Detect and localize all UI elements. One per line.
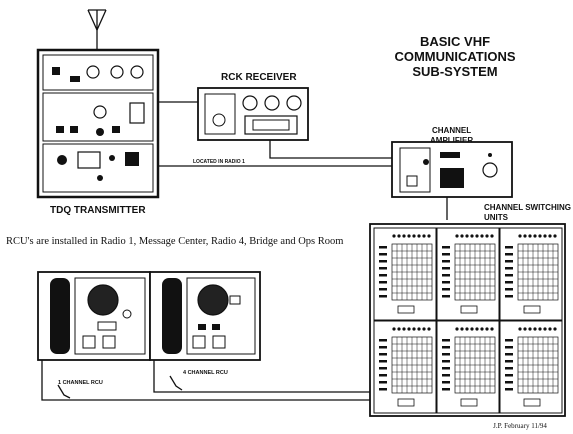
handset-icon <box>50 278 70 354</box>
title-line1: BASIC VHF <box>420 34 490 49</box>
switching-unit-panel <box>436 227 500 321</box>
located-in-label: LOCATED IN RADIO 1 <box>193 159 245 165</box>
channel-amplifier-label-2: AMPLIFIER <box>430 136 473 145</box>
handset-icon <box>162 278 182 354</box>
rcu-4-channel <box>149 271 261 361</box>
channel-switching-label-1: CHANNEL SWITCHING <box>484 203 571 212</box>
switching-unit-panel <box>499 320 563 414</box>
antenna-icon <box>87 9 107 50</box>
channel-amplifier-label-1: CHANNEL <box>432 126 471 135</box>
switching-unit-panel <box>373 227 437 321</box>
rcu-installation-note: RCU's are installed in Radio 1, Message … <box>6 236 343 247</box>
title-line3: SUB-SYSTEM <box>412 64 497 79</box>
rcu-1-channel <box>37 271 151 361</box>
tdq-transmitter-label: TDQ TRANSMITTER <box>50 205 146 216</box>
channel-switching-units <box>369 223 566 417</box>
rck-receiver <box>197 87 309 141</box>
title-line2: COMMUNICATIONS <box>394 49 515 64</box>
rck-receiver-label: RCK RECEIVER <box>221 72 297 83</box>
rcu-4-label: 4 CHANNEL RCU <box>183 370 228 376</box>
credit: J.P. February 11/94 <box>493 422 547 430</box>
switching-unit-panel <box>373 320 437 414</box>
switching-unit-panel <box>499 227 563 321</box>
channel-switching-label-2: UNITS <box>484 213 509 222</box>
switching-unit-panel <box>436 320 500 414</box>
rcu-1-label: 1 CHANNEL RCU <box>58 380 103 386</box>
channel-amplifier <box>391 141 513 198</box>
tdq-transmitter <box>36 48 160 199</box>
